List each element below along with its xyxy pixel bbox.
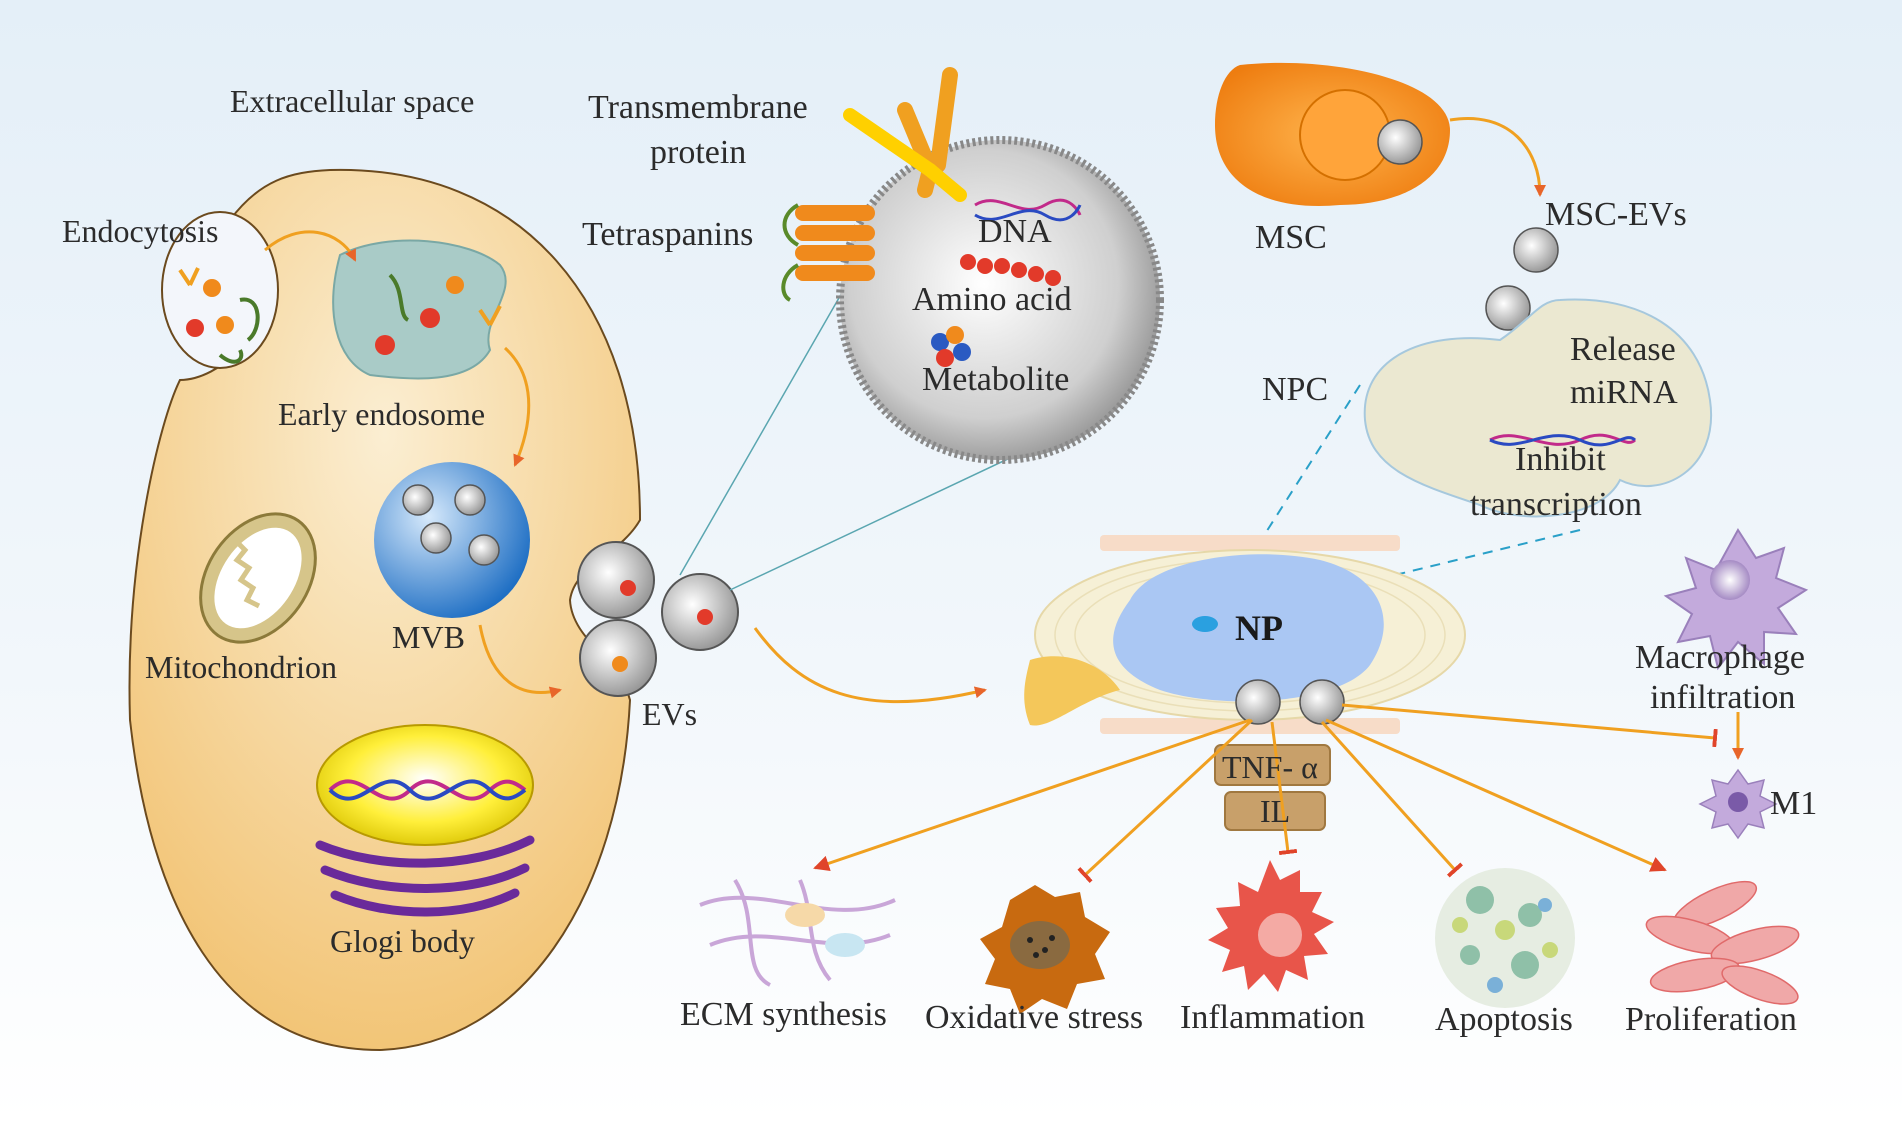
early-endosome [332,239,507,380]
label-evs: EVs [642,696,697,732]
label-extracellular-space: Extracellular space [230,83,474,119]
label-transmembrane-line2: protein [650,134,746,171]
npc-cell [1363,298,1713,518]
label-mitochondrion: Mitochondrion [145,649,337,685]
label-np: NP [1235,608,1283,648]
label-msc: MSC [1255,219,1327,256]
ecm-fibers-icon [699,878,896,987]
ev-detail [836,136,1164,464]
label-inhibit-line2: transcription [1470,486,1642,523]
endocytosis-cargo [178,267,260,364]
apoptosis-icon [1435,868,1575,1008]
proliferation-icon [1645,880,1800,1005]
label-macrophage-line2: infiltration [1650,679,1795,716]
label-early-endosome: Early endosome [278,396,485,432]
tetraspanin-icon [781,203,875,302]
trafficking-arrows [264,230,562,699]
cytokine-boxes [1214,744,1331,831]
label-mvb: MVB [392,619,465,655]
label-il: IL [1260,793,1290,829]
parent-cell [128,168,642,1052]
outcome-label: Oxidative stress [925,999,1143,1036]
msc-to-evs-arrow [1449,117,1546,197]
label-dna: DNA [978,213,1052,250]
label-msc-evs: MSC-EVs [1545,196,1687,233]
outcome-label: Inflammation [1180,999,1365,1036]
label-amino-acid: Amino acid [912,281,1072,318]
dashed-links [1209,384,1581,621]
label-release-line2: miRNA [1570,374,1678,411]
golgi-body [315,724,535,917]
msc-cell [1215,62,1450,206]
label-metabolite: Metabolite [922,361,1069,398]
label-inhibit-line1: Inhibit [1515,441,1606,478]
outcome-labels: ECM synthesis Oxidative stress Inflammat… [680,996,1797,1038]
mitochondrion [199,512,317,644]
label-transmembrane-line1: Transmembrane [588,89,808,126]
effect-arrows [813,703,1718,883]
label-tetraspanins: Tetraspanins [582,216,753,253]
evs-to-disc-arrow [753,627,987,704]
evs-cluster [577,541,739,697]
label-m1: M1 [1770,785,1817,822]
outcome-label: Apoptosis [1435,1001,1573,1038]
inflammation-icon [1208,860,1334,992]
macrophage-cell [1663,528,1809,671]
intervertebral-disc [1024,535,1466,734]
mvb [374,462,530,618]
oxidative-stress-icon [980,885,1110,1014]
outcome-label: Proliferation [1625,1001,1797,1038]
outcome-label: ECM synthesis [680,996,887,1033]
msc-evs [1485,227,1559,331]
label-npc: NPC [1262,371,1328,408]
label-endocytosis: Endocytosis [62,213,218,249]
antibody-icon [843,67,967,202]
np [1113,554,1384,702]
label-golgi-body: Glogi body [330,923,475,959]
m1-cell [1698,768,1778,840]
label-release-line1: Release [1570,331,1676,368]
label-macrophage-line1: Macrophage [1635,639,1805,676]
label-tnf: TNF- α [1222,749,1318,785]
